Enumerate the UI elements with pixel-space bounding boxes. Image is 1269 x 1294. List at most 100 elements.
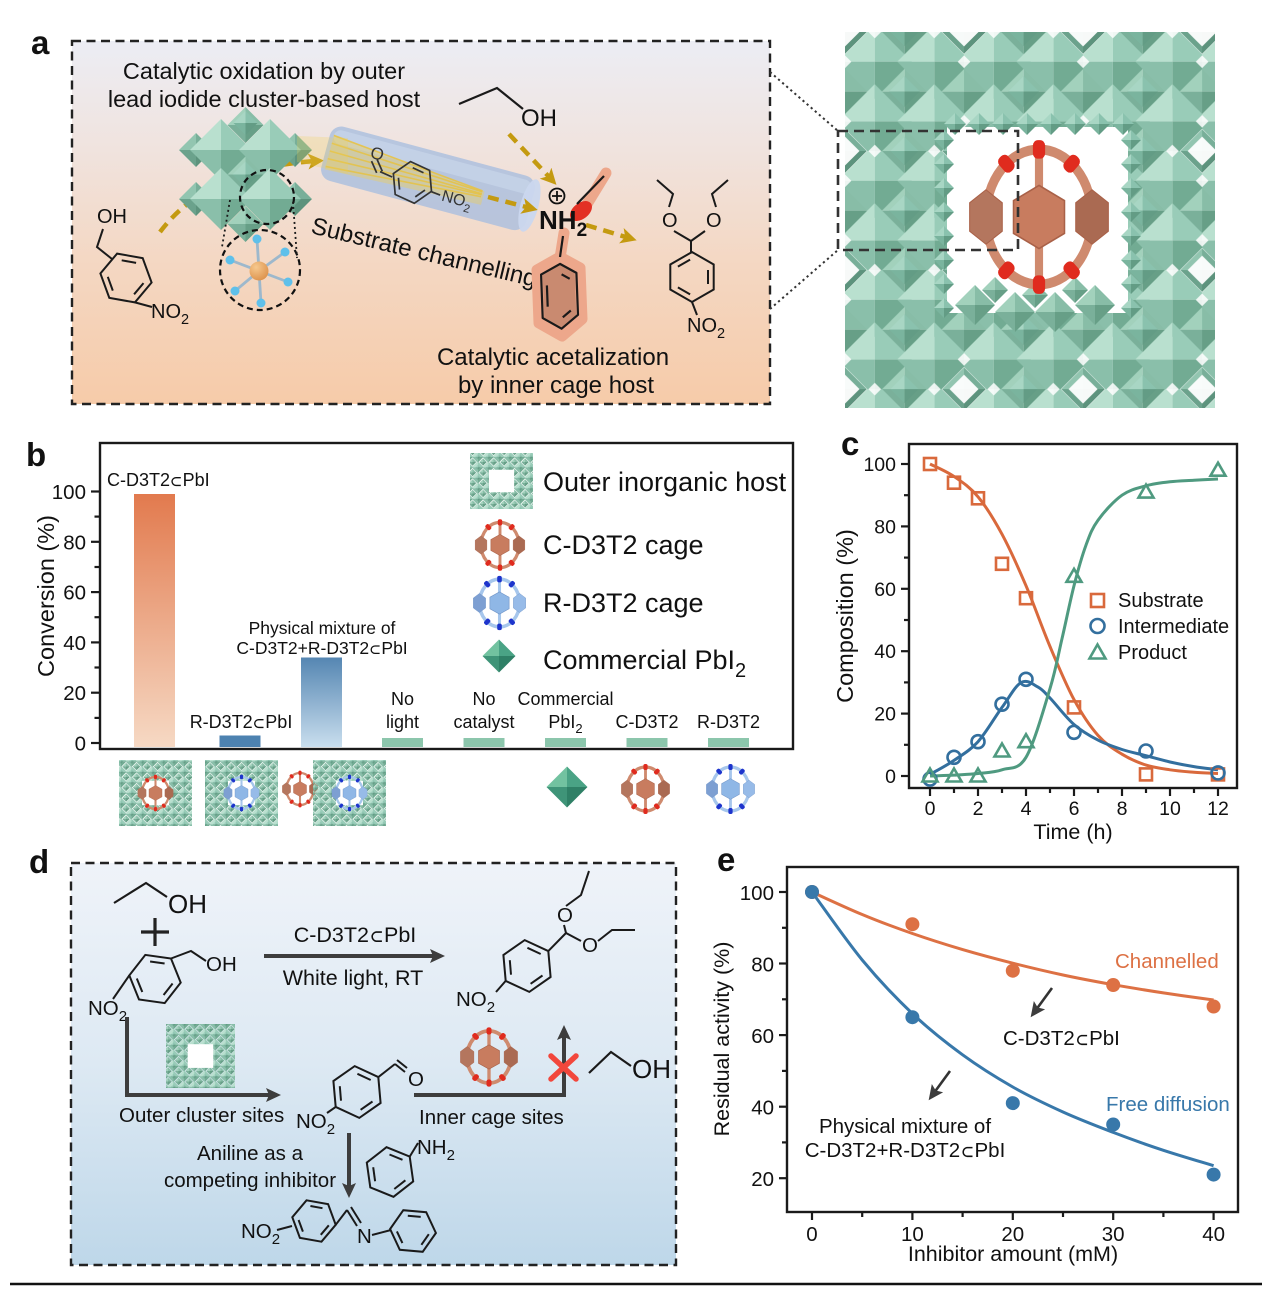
svg-text:Time (h): Time (h) <box>1033 820 1112 844</box>
svg-text:Residual activity (%): Residual activity (%) <box>710 942 734 1137</box>
svg-text:Composition (%): Composition (%) <box>832 529 858 703</box>
svg-text:PbI: PbI <box>548 712 575 732</box>
svg-text:OH: OH <box>632 1054 671 1084</box>
svg-text:C-D3T2+R-D3T2: C-D3T2+R-D3T2 <box>805 1139 961 1162</box>
svg-text:OH: OH <box>97 206 127 228</box>
svg-text:40: 40 <box>1202 1223 1225 1246</box>
svg-text:R-D3T2: R-D3T2 <box>190 712 253 732</box>
svg-text:by inner cage host: by inner cage host <box>458 372 654 399</box>
svg-text:100: 100 <box>863 454 896 476</box>
svg-text:OH: OH <box>206 953 237 976</box>
svg-text:lead iodide cluster-based host: lead iodide cluster-based host <box>108 86 421 112</box>
svg-text:20: 20 <box>874 704 896 726</box>
svg-text:100: 100 <box>740 882 774 905</box>
svg-text:Catalytic oxidation by outer: Catalytic oxidation by outer <box>123 58 405 84</box>
svg-text:NO: NO <box>687 315 717 337</box>
svg-text:N: N <box>357 1225 372 1248</box>
svg-text:d: d <box>29 843 49 880</box>
svg-text:Catalytic acetalization: Catalytic acetalization <box>437 344 669 371</box>
svg-text:10: 10 <box>1159 798 1181 820</box>
svg-text:60: 60 <box>874 579 896 601</box>
svg-text:OH: OH <box>168 889 207 919</box>
svg-text:C-D3T2: C-D3T2 <box>294 923 369 947</box>
svg-text:12: 12 <box>1207 798 1229 820</box>
svg-text:2: 2 <box>487 999 495 1016</box>
svg-text:PbI: PbI <box>384 923 416 947</box>
svg-text:4: 4 <box>1021 798 1032 820</box>
svg-text:40: 40 <box>63 632 86 655</box>
svg-text:c: c <box>841 425 859 462</box>
svg-text:No: No <box>472 689 495 709</box>
svg-text:Product: Product <box>1118 642 1187 664</box>
svg-text:NH: NH <box>539 205 577 235</box>
svg-text:O: O <box>582 934 598 957</box>
svg-text:O: O <box>557 904 573 927</box>
svg-text:8: 8 <box>1117 798 1128 820</box>
svg-text:2: 2 <box>577 220 588 241</box>
svg-text:Commercial: Commercial <box>517 689 613 709</box>
svg-text:competing inhibitor: competing inhibitor <box>164 1169 336 1192</box>
svg-text:O: O <box>368 143 386 165</box>
svg-text:b: b <box>26 436 46 473</box>
svg-text:R-D3T2 cage: R-D3T2 cage <box>543 588 704 618</box>
svg-text:60: 60 <box>63 582 86 605</box>
svg-text:40: 40 <box>874 641 896 663</box>
svg-text:80: 80 <box>63 531 86 554</box>
svg-text:Commercial PbI: Commercial PbI <box>543 645 735 675</box>
svg-text:Aniline as a: Aniline as a <box>197 1142 304 1165</box>
svg-text:0: 0 <box>75 733 86 756</box>
svg-text:C-D3T2+R-D3T2: C-D3T2+R-D3T2 <box>236 638 369 658</box>
svg-text:30: 30 <box>1102 1223 1125 1246</box>
svg-text:60: 60 <box>751 1025 774 1048</box>
svg-text:O: O <box>662 210 678 232</box>
svg-text:White light, RT: White light, RT <box>283 966 424 990</box>
svg-text:R-D3T2: R-D3T2 <box>697 712 760 732</box>
svg-text:20: 20 <box>63 682 86 705</box>
svg-text:2: 2 <box>735 660 746 682</box>
svg-text:0: 0 <box>806 1223 817 1246</box>
svg-text:2: 2 <box>575 721 582 736</box>
svg-text:Inner cage sites: Inner cage sites <box>419 1106 564 1129</box>
svg-text:OH: OH <box>521 105 557 132</box>
svg-text:PbI: PbI <box>975 1139 1006 1162</box>
svg-text:Conversion (%): Conversion (%) <box>33 515 59 677</box>
svg-text:PbI: PbI <box>183 470 210 490</box>
svg-text:NO: NO <box>296 1110 327 1133</box>
svg-text:80: 80 <box>751 954 774 977</box>
svg-text:2: 2 <box>119 1008 127 1025</box>
svg-text:C-D3T2: C-D3T2 <box>615 712 678 732</box>
svg-text:2: 2 <box>447 1147 455 1164</box>
svg-text:80: 80 <box>874 516 896 538</box>
svg-text:Physical mixture of: Physical mixture of <box>819 1115 991 1138</box>
svg-text:20: 20 <box>751 1168 774 1191</box>
svg-text:Intermediate: Intermediate <box>1118 616 1229 638</box>
svg-text:NO: NO <box>456 988 487 1011</box>
svg-text:C-D3T2: C-D3T2 <box>107 470 170 490</box>
svg-text:a: a <box>31 24 50 61</box>
svg-text:Free diffusion: Free diffusion <box>1106 1093 1230 1116</box>
svg-text:40: 40 <box>751 1097 774 1120</box>
svg-text:Substrate: Substrate <box>1118 590 1204 612</box>
svg-text:20: 20 <box>1001 1223 1024 1246</box>
svg-text:C-D3T2: C-D3T2 <box>1003 1027 1075 1050</box>
svg-text:0: 0 <box>885 766 896 788</box>
svg-text:PbI: PbI <box>1089 1027 1120 1050</box>
svg-text:2: 2 <box>717 326 725 342</box>
svg-text:Inhibitor amount (mM): Inhibitor amount (mM) <box>908 1242 1118 1266</box>
svg-text:2: 2 <box>462 203 471 216</box>
svg-text:2: 2 <box>272 1231 280 1248</box>
svg-text:2: 2 <box>327 1121 335 1138</box>
svg-text:Outer cluster sites: Outer cluster sites <box>119 1104 284 1127</box>
svg-text:light: light <box>386 712 419 732</box>
svg-text:catalyst: catalyst <box>453 712 514 732</box>
svg-text:PbI: PbI <box>381 638 407 658</box>
svg-text:NH: NH <box>417 1136 447 1159</box>
svg-text:Physical mixture of: Physical mixture of <box>249 618 396 638</box>
svg-text:6: 6 <box>1069 798 1080 820</box>
svg-text:2: 2 <box>181 312 189 328</box>
svg-text:PbI: PbI <box>265 712 292 732</box>
svg-text:Channelled: Channelled <box>1115 950 1219 973</box>
svg-text:2: 2 <box>973 798 984 820</box>
svg-text:0: 0 <box>925 798 936 820</box>
svg-text:100: 100 <box>52 481 86 504</box>
